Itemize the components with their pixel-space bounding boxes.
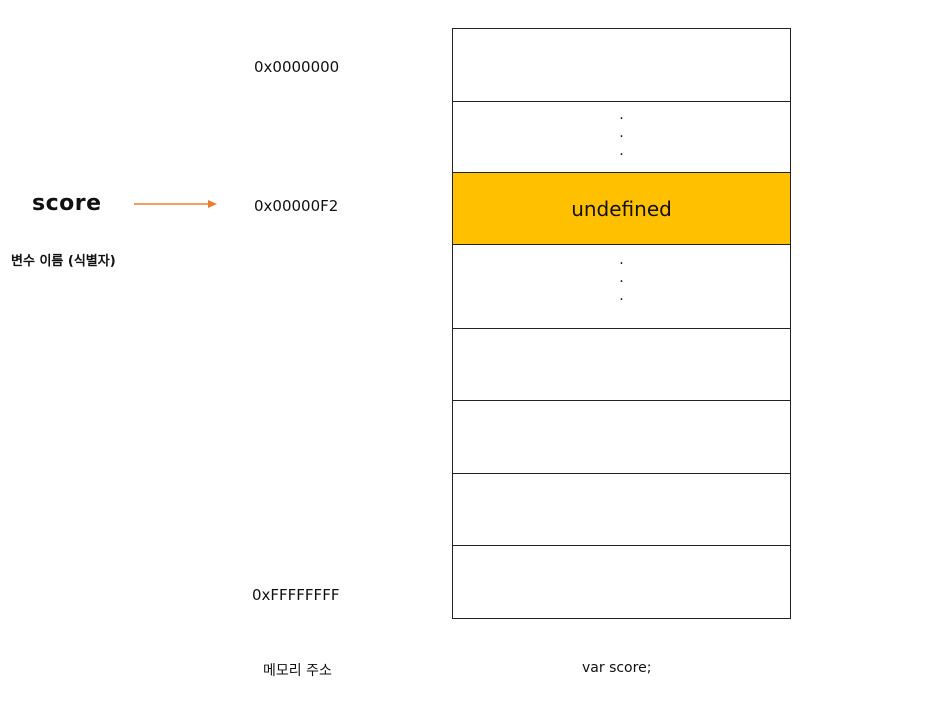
memory-cell-3: ···	[453, 245, 790, 329]
ellipsis-vertical: ···	[619, 255, 624, 308]
variable-caption: 변수 이름 (식별자)	[11, 254, 116, 269]
arrow-head	[208, 200, 217, 208]
memory-cell-7	[453, 546, 790, 618]
address-start: 0x0000000	[254, 58, 340, 76]
memory-cell-6	[453, 474, 790, 546]
memory-cell-5	[453, 401, 790, 474]
variable-name: score	[32, 191, 102, 216]
memory-cell-score: undefined	[453, 173, 790, 245]
ellipsis-vertical: ···	[619, 111, 624, 163]
code-label: var score;	[582, 660, 652, 676]
memory-cell-0	[453, 29, 790, 102]
memory-cell-value: undefined	[571, 196, 672, 221]
memory-cell-1: ···	[453, 102, 790, 173]
memory-cell-4	[453, 329, 790, 401]
address-end: 0xFFFFFFFF	[252, 586, 340, 604]
address-score: 0x00000F2	[254, 197, 339, 215]
memory-column: ··· undefined ···	[452, 28, 791, 619]
pointer-arrow-icon	[134, 200, 217, 208]
memory-address-label: 메모리 주소	[263, 663, 332, 679]
